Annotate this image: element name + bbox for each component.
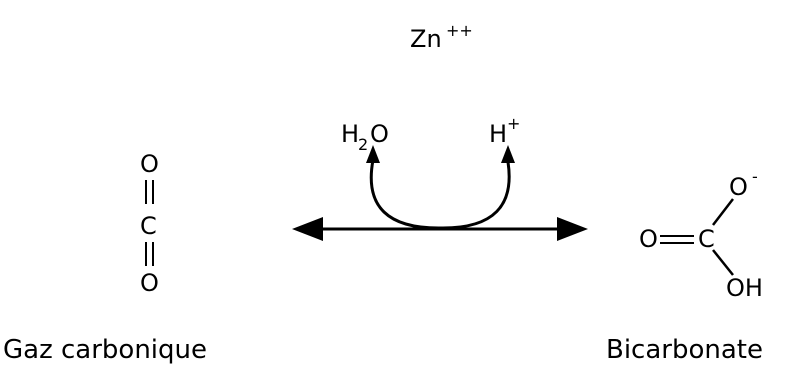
co2-carbon: C: [140, 212, 157, 240]
equilibrium-arrow: [292, 217, 588, 241]
proton-charge: +: [507, 114, 520, 133]
water-h: H: [341, 120, 359, 148]
carbon-dioxide-structure: O C O: [140, 150, 159, 297]
water-label: H 2 O: [341, 120, 389, 154]
bicarbonate-hydroxyl: OH: [726, 274, 763, 302]
water-subscript: 2: [358, 135, 368, 154]
curved-arrow: [366, 145, 515, 230]
bicarbonate-oxygen-minus: O: [729, 173, 748, 201]
co2-oxygen-bottom: O: [140, 269, 159, 297]
catalyst-symbol: Zn: [410, 25, 442, 53]
proton-label: H +: [489, 114, 520, 148]
bicarbonate-structure: O C O - OH: [639, 167, 763, 302]
bicarbonate-oxygen-double: O: [639, 225, 658, 253]
co2-oxygen-top: O: [140, 150, 159, 178]
caption-gaz-carbonique: Gaz carbonique: [3, 335, 207, 365]
water-o: O: [370, 120, 389, 148]
caption-bicarbonate: Bicarbonate: [606, 335, 763, 365]
bicarbonate-carbon: C: [698, 225, 715, 253]
catalyst-zinc: Zn ++: [410, 21, 473, 53]
proton-symbol: H: [489, 120, 507, 148]
catalyst-charge: ++: [446, 21, 473, 40]
bicarbonate-minus-charge: -: [752, 167, 758, 186]
